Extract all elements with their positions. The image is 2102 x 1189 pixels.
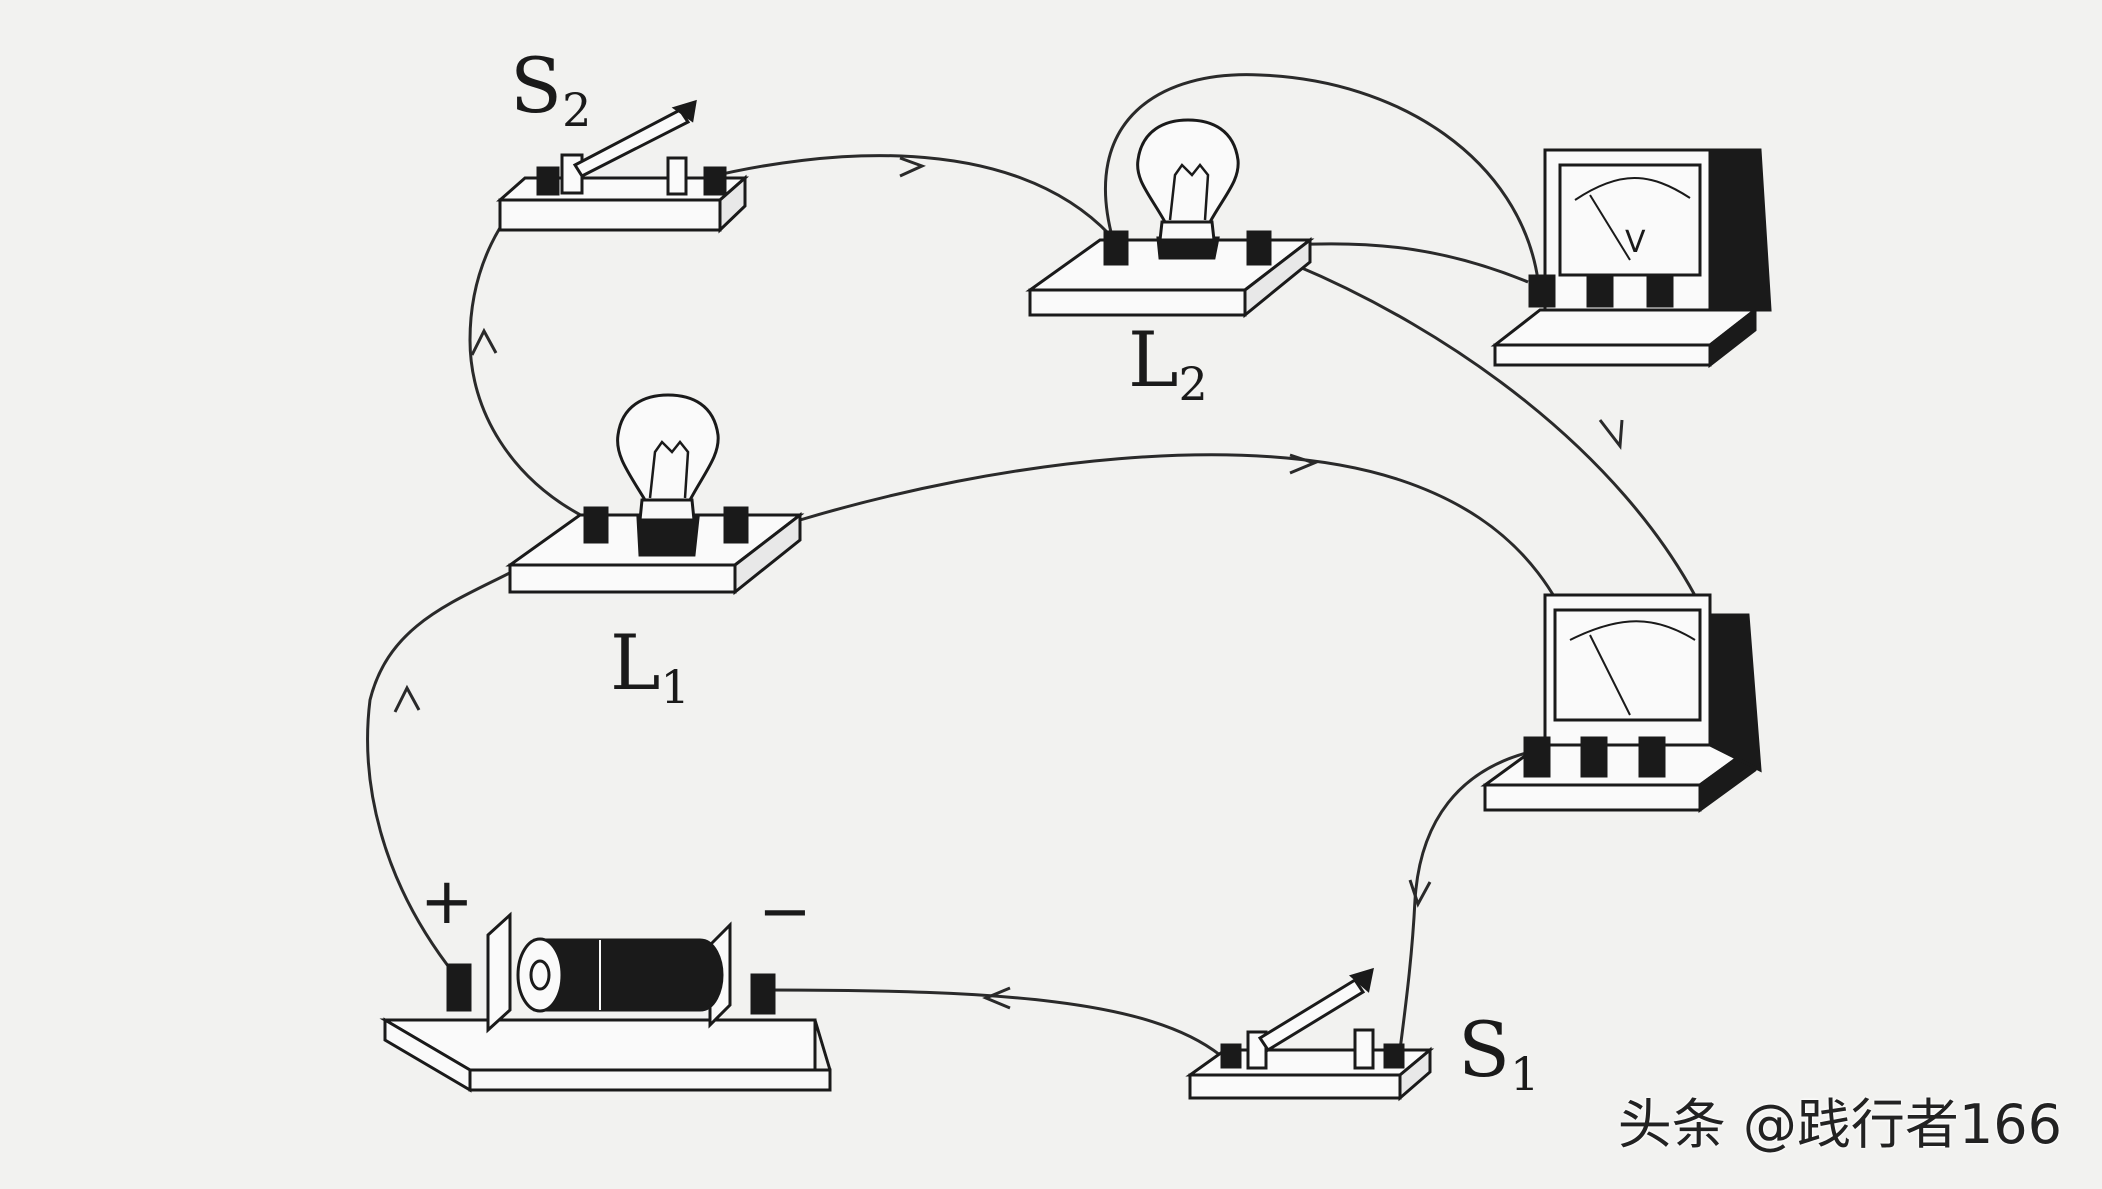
wire-s2-to-l2 <box>704 154 1112 237</box>
voltmeter <box>1490 148 1772 369</box>
arrow-s2-l2 <box>899 156 926 178</box>
arrow-s1-battery <box>982 986 1011 1010</box>
switch-s2 <box>496 99 749 234</box>
arrow-l1-ammeter <box>1289 453 1319 475</box>
label-l2-sub: 2 <box>1178 357 1208 411</box>
bulb-l2 <box>1025 118 1315 319</box>
label-l1-main: L <box>610 618 661 707</box>
label-s2-sub: 2 <box>562 83 592 137</box>
label-l2-main: L <box>1128 315 1179 404</box>
label-l1-sub: 1 <box>660 660 690 714</box>
label-s1: S1 <box>1458 1012 1539 1098</box>
label-l1: L1 <box>610 625 690 711</box>
battery <box>379 911 832 1093</box>
battery-plus-sign: + <box>420 865 474 939</box>
wire-l2-to-voltmeter-top <box>1103 73 1540 281</box>
arrow-l1-s2 <box>470 327 498 356</box>
wire-l1-to-ammeter <box>799 453 1604 741</box>
label-s2: S2 <box>510 48 591 134</box>
wire-s1-to-battery <box>767 988 1221 1057</box>
battery-minus-sign: − <box>758 875 812 949</box>
wires <box>366 73 1702 1057</box>
label-l2: L2 <box>1128 322 1208 408</box>
arrow-l2-ammeter <box>1598 419 1624 451</box>
voltmeter-symbol: V <box>1625 225 1646 260</box>
arrow-ammeter-s1 <box>1408 879 1432 908</box>
bulb-l1 <box>505 393 805 596</box>
label-s1-sub: 1 <box>1510 1047 1540 1101</box>
wire-battery-to-l1 <box>366 563 526 976</box>
switch-s1 <box>1185 967 1435 1102</box>
watermark: 头条 @践行者166 <box>1617 1093 2062 1156</box>
wire-l2-to-ammeter <box>1294 263 1702 606</box>
arrow-battery-l1 <box>393 684 421 713</box>
wire-l2-to-voltmeter <box>1289 242 1529 284</box>
ammeter <box>1480 593 1762 813</box>
label-s2-main: S <box>510 41 563 130</box>
label-s1-main: S <box>1458 1005 1511 1094</box>
